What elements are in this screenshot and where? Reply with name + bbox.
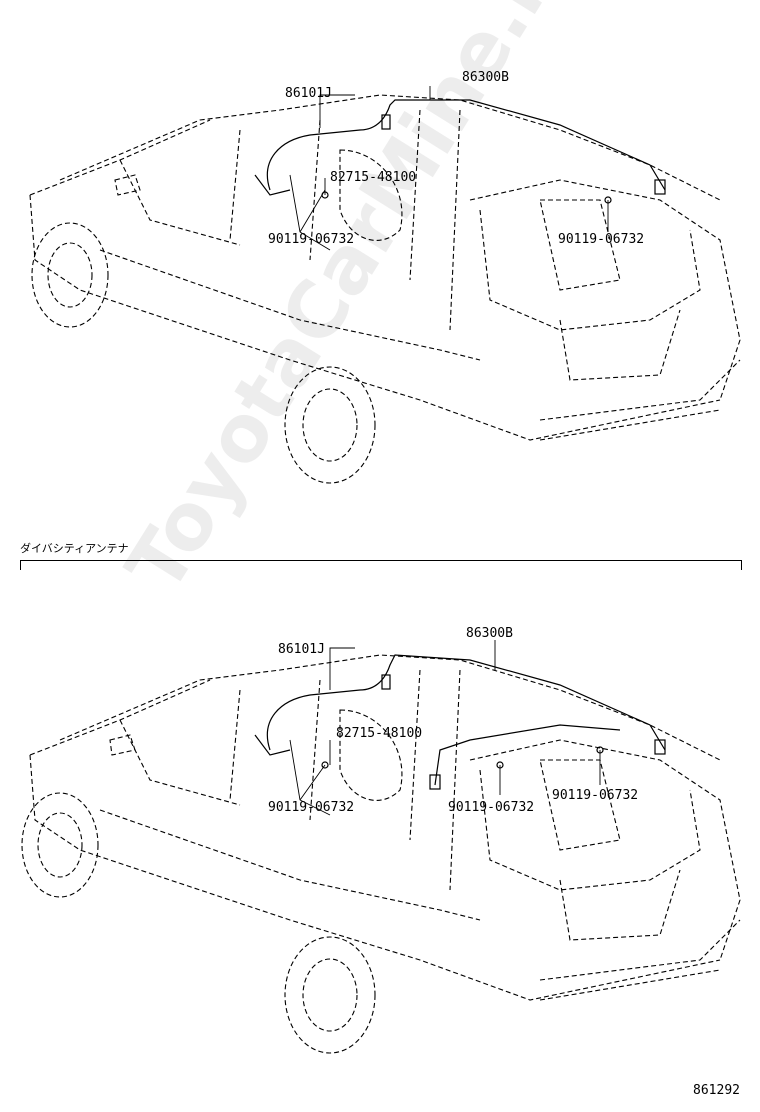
label-antenna-top: 86300B [462, 70, 509, 85]
label-screw-mid-bottom: 90119-06732 [448, 800, 535, 815]
label-antenna-bottom: 86300B [466, 626, 513, 641]
section-divider-left-tick [20, 560, 21, 570]
label-harness-top: 86101J [285, 86, 332, 101]
label-clamp-bottom: 82715-48100 [336, 726, 423, 741]
section-divider-right-tick [741, 560, 742, 570]
label-clamp-top: 82715-48100 [330, 170, 417, 185]
section-title: ダイバシティアンテナ [20, 542, 129, 555]
vehicle-top [29, 86, 741, 484]
label-screw-rear-bottom: 90119-06732 [552, 788, 639, 803]
label-screw-front-top: 90119-06732 [268, 232, 355, 247]
section-divider [20, 560, 742, 561]
diagram-code: 861292 [693, 1083, 740, 1098]
label-harness-bottom: 86101J [278, 642, 325, 657]
label-screw-rear-top: 90119-06732 [558, 232, 645, 247]
vehicle-bottom [21, 640, 741, 1054]
label-screw-front-bottom: 90119-06732 [268, 800, 355, 815]
